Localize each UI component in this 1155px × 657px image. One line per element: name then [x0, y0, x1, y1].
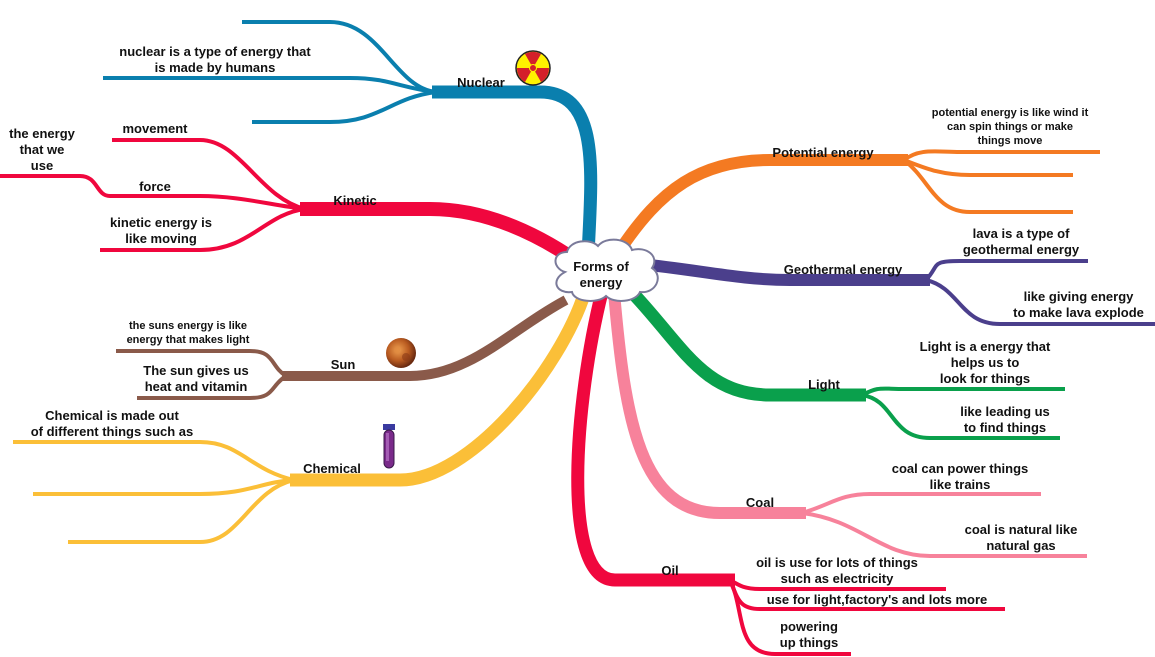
branch-geothermal-trunk: [639, 258, 930, 286]
branch-kinetic-twig-1: [112, 138, 306, 211]
branch-potential-twig-1: [902, 149, 1100, 162]
subtopic-kinetic-3: force: [139, 179, 171, 194]
central-topic-label: Forms of energy: [573, 259, 629, 290]
test-tube-icon: [383, 424, 395, 469]
branch-potential-twig-3: [902, 158, 1073, 214]
subtopic-oil-2: use for light,factory's and lots more: [766, 592, 988, 607]
branch-light-twig-2: [861, 393, 1060, 440]
branch-light-twig-1: [861, 386, 1065, 397]
branch-sun-twig-2: [137, 374, 288, 400]
subtopic-geothermal-2: like giving energy to make lava explode: [1013, 289, 1144, 320]
branch-nuclear-trunk: [432, 85, 598, 256]
branch-label-potential[interactable]: Potential energy: [772, 145, 874, 160]
branch-potential-trunk: [615, 154, 908, 254]
subtopic-nuclear-1: nuclear is a type of energy that is made…: [119, 44, 311, 75]
branch-label-light[interactable]: Light: [808, 377, 840, 392]
branch-kinetic-twig-2: [0, 174, 306, 211]
branch-coal: [608, 291, 1087, 558]
branch-chemical-twig-2: [33, 478, 295, 496]
branch-potential: [615, 149, 1100, 254]
branch-oil-twig-3: [728, 579, 851, 656]
branch-nuclear-twig-3: [252, 90, 437, 124]
branch-kinetic-twig-3: [100, 207, 306, 252]
branch-chemical-twig-1: [13, 440, 295, 482]
branch-oil-trunk: [571, 290, 735, 587]
branch-coal-twig-1: [801, 492, 1041, 515]
branch-coal-trunk: [608, 291, 806, 519]
branch-light-trunk: [620, 280, 866, 402]
subtopic-kinetic-2: the energy that we use: [9, 126, 75, 173]
branch-sun-twig-1: [116, 349, 288, 378]
subtopic-potential-1: potential energy is like wind it can spi…: [931, 107, 1089, 147]
branch-label-chemical[interactable]: Chemical: [303, 461, 361, 476]
branch-sun: [116, 295, 569, 400]
branch-light: [620, 280, 1065, 440]
central-cloud[interactable]: [554, 238, 659, 302]
subtopic-oil-1: oil is use for lots of things such as el…: [756, 555, 918, 586]
subtopic-coal-2: coal is natural like natural gas: [964, 522, 1078, 553]
branch-label-kinetic[interactable]: Kinetic: [333, 193, 377, 208]
branch-kinetic: [0, 138, 582, 268]
branch-nuclear: [103, 20, 598, 256]
subtopic-sun-1: the suns energy is like energy that make…: [126, 320, 250, 346]
branch-oil: [571, 290, 1005, 656]
branch-sun-trunk: [282, 295, 569, 381]
subtopic-kinetic-1: movement: [122, 121, 188, 136]
branch-chemical-twig-3: [68, 478, 295, 544]
branch-chemical-trunk: [290, 290, 592, 487]
branch-label-nuclear[interactable]: Nuclear: [457, 75, 505, 90]
branch-nuclear-twig-1: [242, 20, 437, 94]
subtopic-chemical-1: Chemical is made out of different things…: [30, 408, 194, 439]
sun-planet-icon: [386, 338, 416, 368]
branch-geothermal-twig-1: [924, 259, 1088, 282]
radiation-icon: [515, 50, 551, 86]
branch-label-geothermal[interactable]: Geothermal energy: [783, 262, 903, 277]
subtopic-light-1: Light is a energy that helps us to look …: [919, 339, 1051, 386]
branch-potential-twig-2: [903, 158, 1073, 177]
branch-label-oil[interactable]: Oil: [661, 563, 679, 578]
branch-coal-twig-2: [801, 511, 1087, 558]
subtopic-light-2: like leading us to find things: [960, 404, 1050, 435]
branch-chemical: [13, 290, 592, 544]
subtopic-coal-1: coal can power things like trains: [891, 461, 1029, 492]
branch-label-coal[interactable]: Coal: [745, 495, 775, 510]
branch-nuclear-twig-2: [103, 76, 437, 94]
subtopic-geothermal-1: lava is a type of geothermal energy: [962, 226, 1080, 257]
subtopic-kinetic-4: kinetic energy is like moving: [110, 215, 212, 246]
subtopic-sun-2: The sun gives us heat and vitamin: [143, 363, 249, 394]
branch-geothermal: [639, 258, 1155, 326]
branch-geothermal-twig-2: [925, 278, 1155, 326]
branch-label-sun[interactable]: Sun: [330, 357, 356, 372]
branch-kinetic-trunk: [300, 202, 582, 268]
subtopic-oil-3: powering up things: [779, 619, 839, 650]
